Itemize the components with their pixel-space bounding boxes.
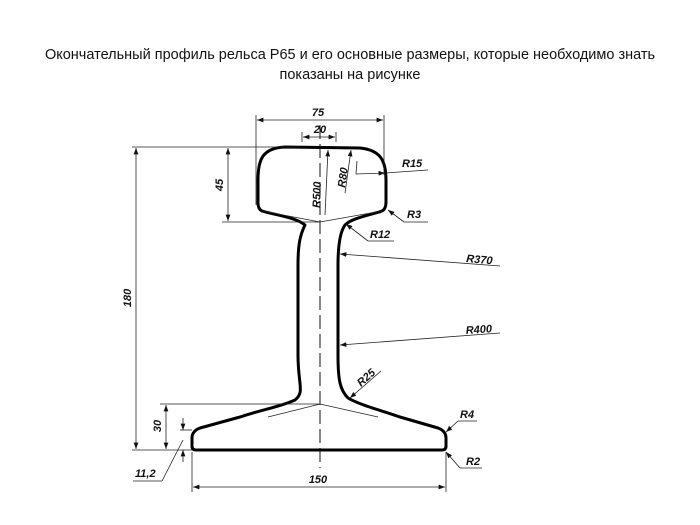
title-line-1: Окончательный профиль рельса Р65 и его о… [44,47,656,63]
head-width-label: 75 [312,107,325,119]
foot-width-label: 150 [309,474,328,486]
radius-r25: R25 [349,366,382,399]
crown-width-label: 20 [313,124,327,136]
title-line-2: показаны на рисунке [279,67,421,83]
dimension-foot-height: 30 [152,403,195,449]
radius-r4: R4 [445,409,477,433]
foot-height-label: 30 [152,419,164,432]
rail-height-label: 180 [122,288,134,307]
r25-label: R25 [355,366,379,389]
r15-label: R15 [402,158,423,170]
r12-label: R12 [370,229,390,241]
radius-r500: R500 [311,149,331,216]
dimension-head-height: 45 [214,146,320,223]
figure-title: Окончательный профиль рельса Р65 и его о… [0,45,700,85]
r80-label: R80 [336,166,351,189]
foot-edge-label: 11,2 [135,468,156,480]
radius-r2: R2 [445,451,482,469]
dimension-foot-width: 150 [191,452,447,492]
head-height-label: 45 [214,178,226,192]
radius-r12: R12 [345,223,394,242]
radius-r3: R3 [387,209,428,223]
r3-label: R3 [407,209,421,221]
r500-label: R500 [311,181,324,209]
dimension-foot-edge: 11,2 [133,418,192,482]
rail-outline [190,145,448,452]
r4-label: R4 [460,409,474,421]
dimension-head-width: 75 [255,107,385,205]
dimension-crown-width: 20 [301,124,337,142]
r370-label: R370 [466,253,494,267]
radius-r370: R370 [339,252,501,267]
radius-r400: R400 [339,323,501,347]
r400-label: R400 [465,323,493,337]
radius-r80: R80 [336,149,353,194]
head-construction-lines [195,210,383,418]
radius-r15: R15 [355,158,429,176]
r2-label: R2 [466,456,480,468]
dimension-rail-height: 180 [122,146,222,451]
